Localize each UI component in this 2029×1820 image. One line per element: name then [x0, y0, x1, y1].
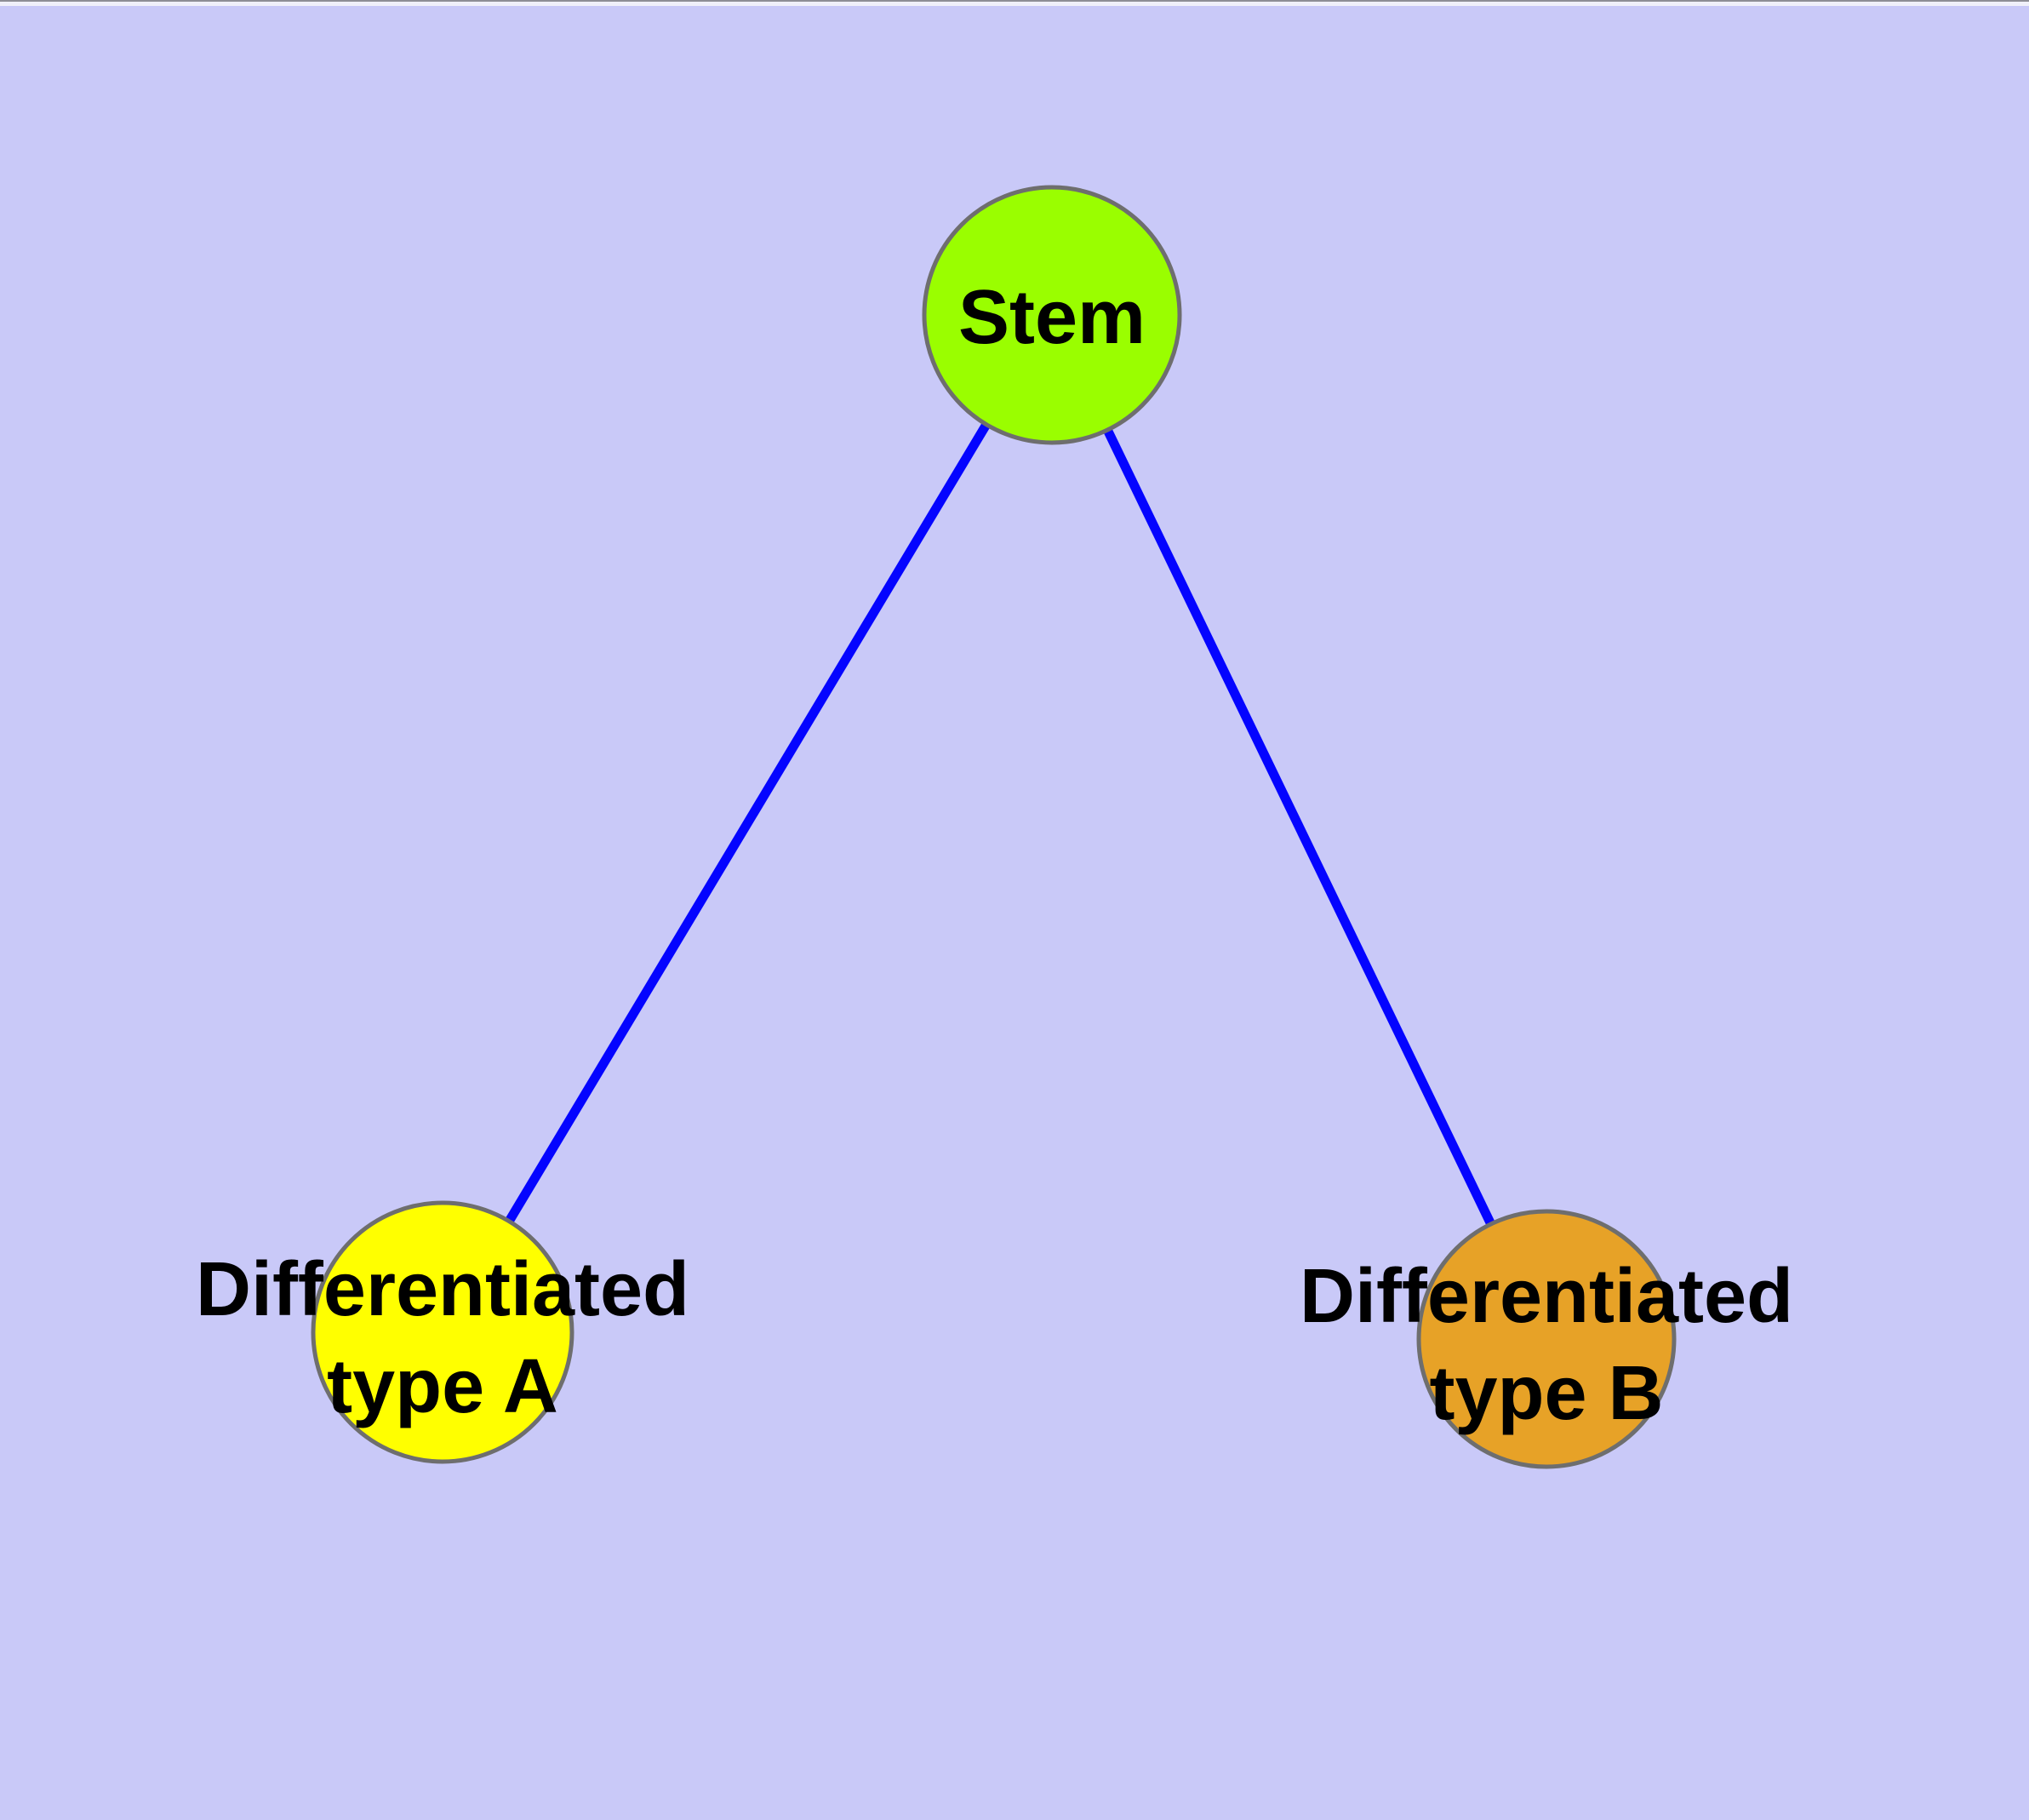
window-top-edge — [0, 0, 2029, 6]
node-stem-circle — [922, 185, 1182, 445]
node-differentiated-type-a: Differentiated type A — [196, 1200, 689, 1464]
node-type-a-circle — [311, 1200, 574, 1464]
node-stem-label: Stem — [958, 275, 1146, 360]
node-type-b-label-line2: type B — [1429, 1351, 1663, 1436]
node-type-b-label-line1: Differentiated — [1300, 1254, 1793, 1339]
edge-stem-to-type-b — [1048, 312, 1551, 1342]
node-differentiated-type-b: Differentiated type B — [1300, 1209, 1793, 1469]
node-stem: Stem — [922, 185, 1182, 445]
edge-stem-to-type-a — [438, 312, 1056, 1335]
node-type-a-label-line2: type A — [327, 1344, 558, 1429]
node-type-a-label-line1: Differentiated — [196, 1247, 689, 1332]
edge-group — [438, 312, 1551, 1342]
node-type-b-circle — [1416, 1209, 1677, 1469]
